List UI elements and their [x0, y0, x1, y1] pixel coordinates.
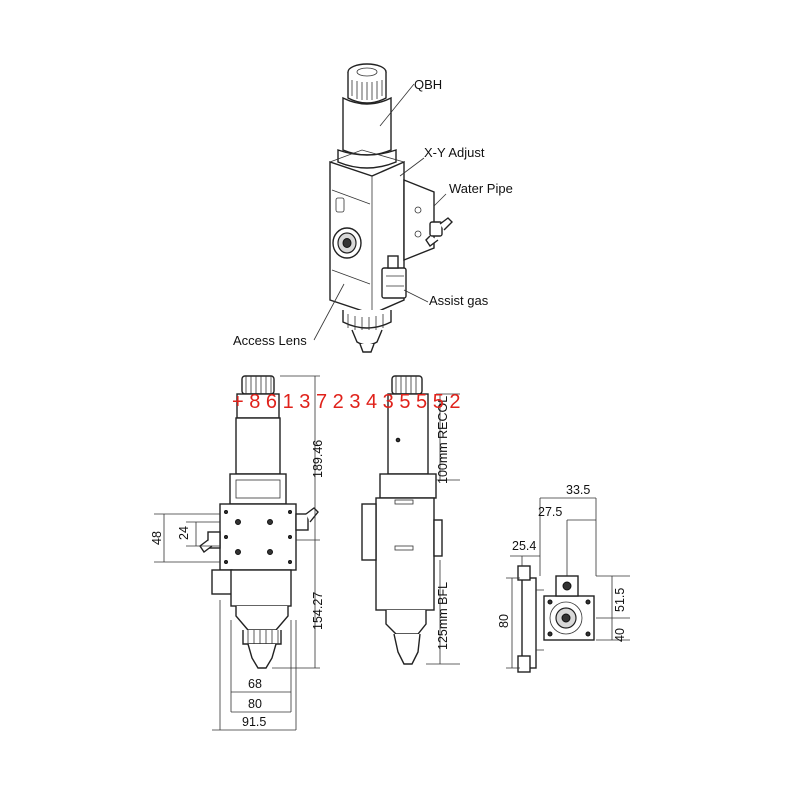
callout-xy-adjust: X-Y Adjust: [424, 145, 485, 160]
watermark-phone: + 8 6 1 3 7 2 3 4 3 5 5 5 2: [232, 391, 461, 413]
dim-154-27: 154.27: [311, 592, 325, 630]
side-view: 100mm RECOL 125mm BFL: [361, 375, 460, 665]
dim-recol: 100mm RECOL: [436, 396, 450, 484]
dim-25-4: 25.4: [512, 539, 536, 553]
callout-assist-gas: Assist gas: [429, 293, 489, 308]
dim-24: 24: [177, 526, 191, 540]
callout-water-pipe: Water Pipe: [449, 181, 513, 196]
isometric-view: QBH X-Y Adjust Water Pipe Assist gas Acc…: [233, 63, 513, 353]
dim-80-top: 80: [497, 614, 511, 628]
dim-bfl: 125mm BFL: [436, 582, 450, 650]
dim-68: 68: [248, 677, 262, 691]
dim-27-5: 27.5: [538, 505, 562, 519]
callout-access-lens: Access Lens: [233, 333, 307, 348]
dim-51-5: 51.5: [613, 588, 627, 612]
dim-40: 40: [613, 628, 627, 642]
dim-33-5: 33.5: [566, 483, 590, 497]
dim-80: 80: [248, 697, 262, 711]
callout-qbh: QBH: [414, 77, 442, 92]
dim-48: 48: [150, 531, 164, 545]
front-view: 189.46 154.27 48 24 68 80 91.5: [150, 375, 325, 731]
top-view: 33.5 27.5 25.4 80 51.5 40: [497, 483, 630, 673]
dim-189-46: 189.46: [311, 440, 325, 478]
dim-91-5: 91.5: [242, 715, 266, 729]
